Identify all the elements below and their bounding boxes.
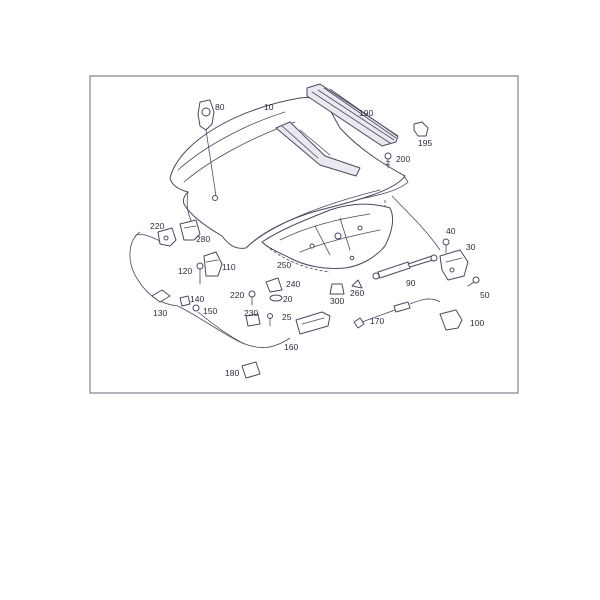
bolt-120	[196, 262, 204, 285]
hood-hinge-30	[439, 249, 469, 281]
clip-150	[192, 304, 200, 312]
safety-catch-110	[203, 251, 223, 277]
clip-180	[241, 361, 261, 379]
screw-200	[384, 152, 392, 169]
bumper-220-lower	[248, 290, 256, 306]
part-20	[269, 294, 283, 302]
callout-180: 180	[225, 368, 239, 378]
cap-260	[351, 279, 363, 289]
callout-220-upper: 220	[150, 221, 164, 231]
hood-panel	[169, 97, 409, 249]
callout-140: 140	[190, 294, 204, 304]
callout-195: 195	[418, 138, 432, 148]
callout-20: 20	[283, 294, 293, 304]
callout-160: 160	[284, 342, 298, 352]
leader-hood-strut	[391, 195, 441, 251]
callout-40: 40	[446, 226, 456, 236]
hood-insulation-pad	[261, 203, 393, 273]
screw-25	[267, 313, 273, 327]
bracket-220-upper	[157, 227, 177, 247]
star-emblem	[197, 99, 217, 197]
callout-150: 150	[203, 306, 217, 316]
callout-50: 50	[480, 290, 490, 300]
callout-30: 30	[466, 242, 476, 252]
callout-80: 80	[215, 102, 225, 112]
part-230	[245, 313, 261, 327]
rubber-buffer-300	[329, 283, 345, 295]
bolt-50	[467, 276, 480, 287]
callout-220-lower: 220	[230, 290, 244, 300]
gas-strut-90	[372, 254, 438, 280]
hose-170	[353, 298, 441, 329]
callout-250: 250	[277, 260, 291, 270]
callout-300: 300	[330, 296, 344, 306]
callout-110: 110	[222, 262, 236, 272]
hood-lock-280	[179, 219, 201, 241]
cowl-grille	[306, 83, 399, 147]
release-cable	[129, 231, 291, 348]
callout-230: 230	[244, 308, 258, 318]
callout-170: 170	[370, 316, 384, 326]
bracket-100	[439, 309, 463, 331]
callout-25: 25	[282, 312, 292, 322]
callout-260: 260	[350, 288, 364, 298]
release-handle	[295, 311, 331, 335]
callout-120: 120	[178, 266, 192, 276]
callout-200: 200	[396, 154, 410, 164]
callout-100: 100	[470, 318, 484, 328]
callout-190: 190	[359, 108, 373, 118]
callout-240: 240	[286, 279, 300, 289]
diagram-frame	[89, 75, 519, 394]
callout-280: 280	[196, 234, 210, 244]
striker-240	[265, 277, 283, 293]
clip-195	[413, 121, 429, 137]
callout-10: 10	[264, 102, 274, 112]
clip-140	[179, 295, 191, 307]
callout-90: 90	[406, 278, 416, 288]
screw-40	[442, 238, 450, 254]
callout-130: 130	[153, 308, 167, 318]
